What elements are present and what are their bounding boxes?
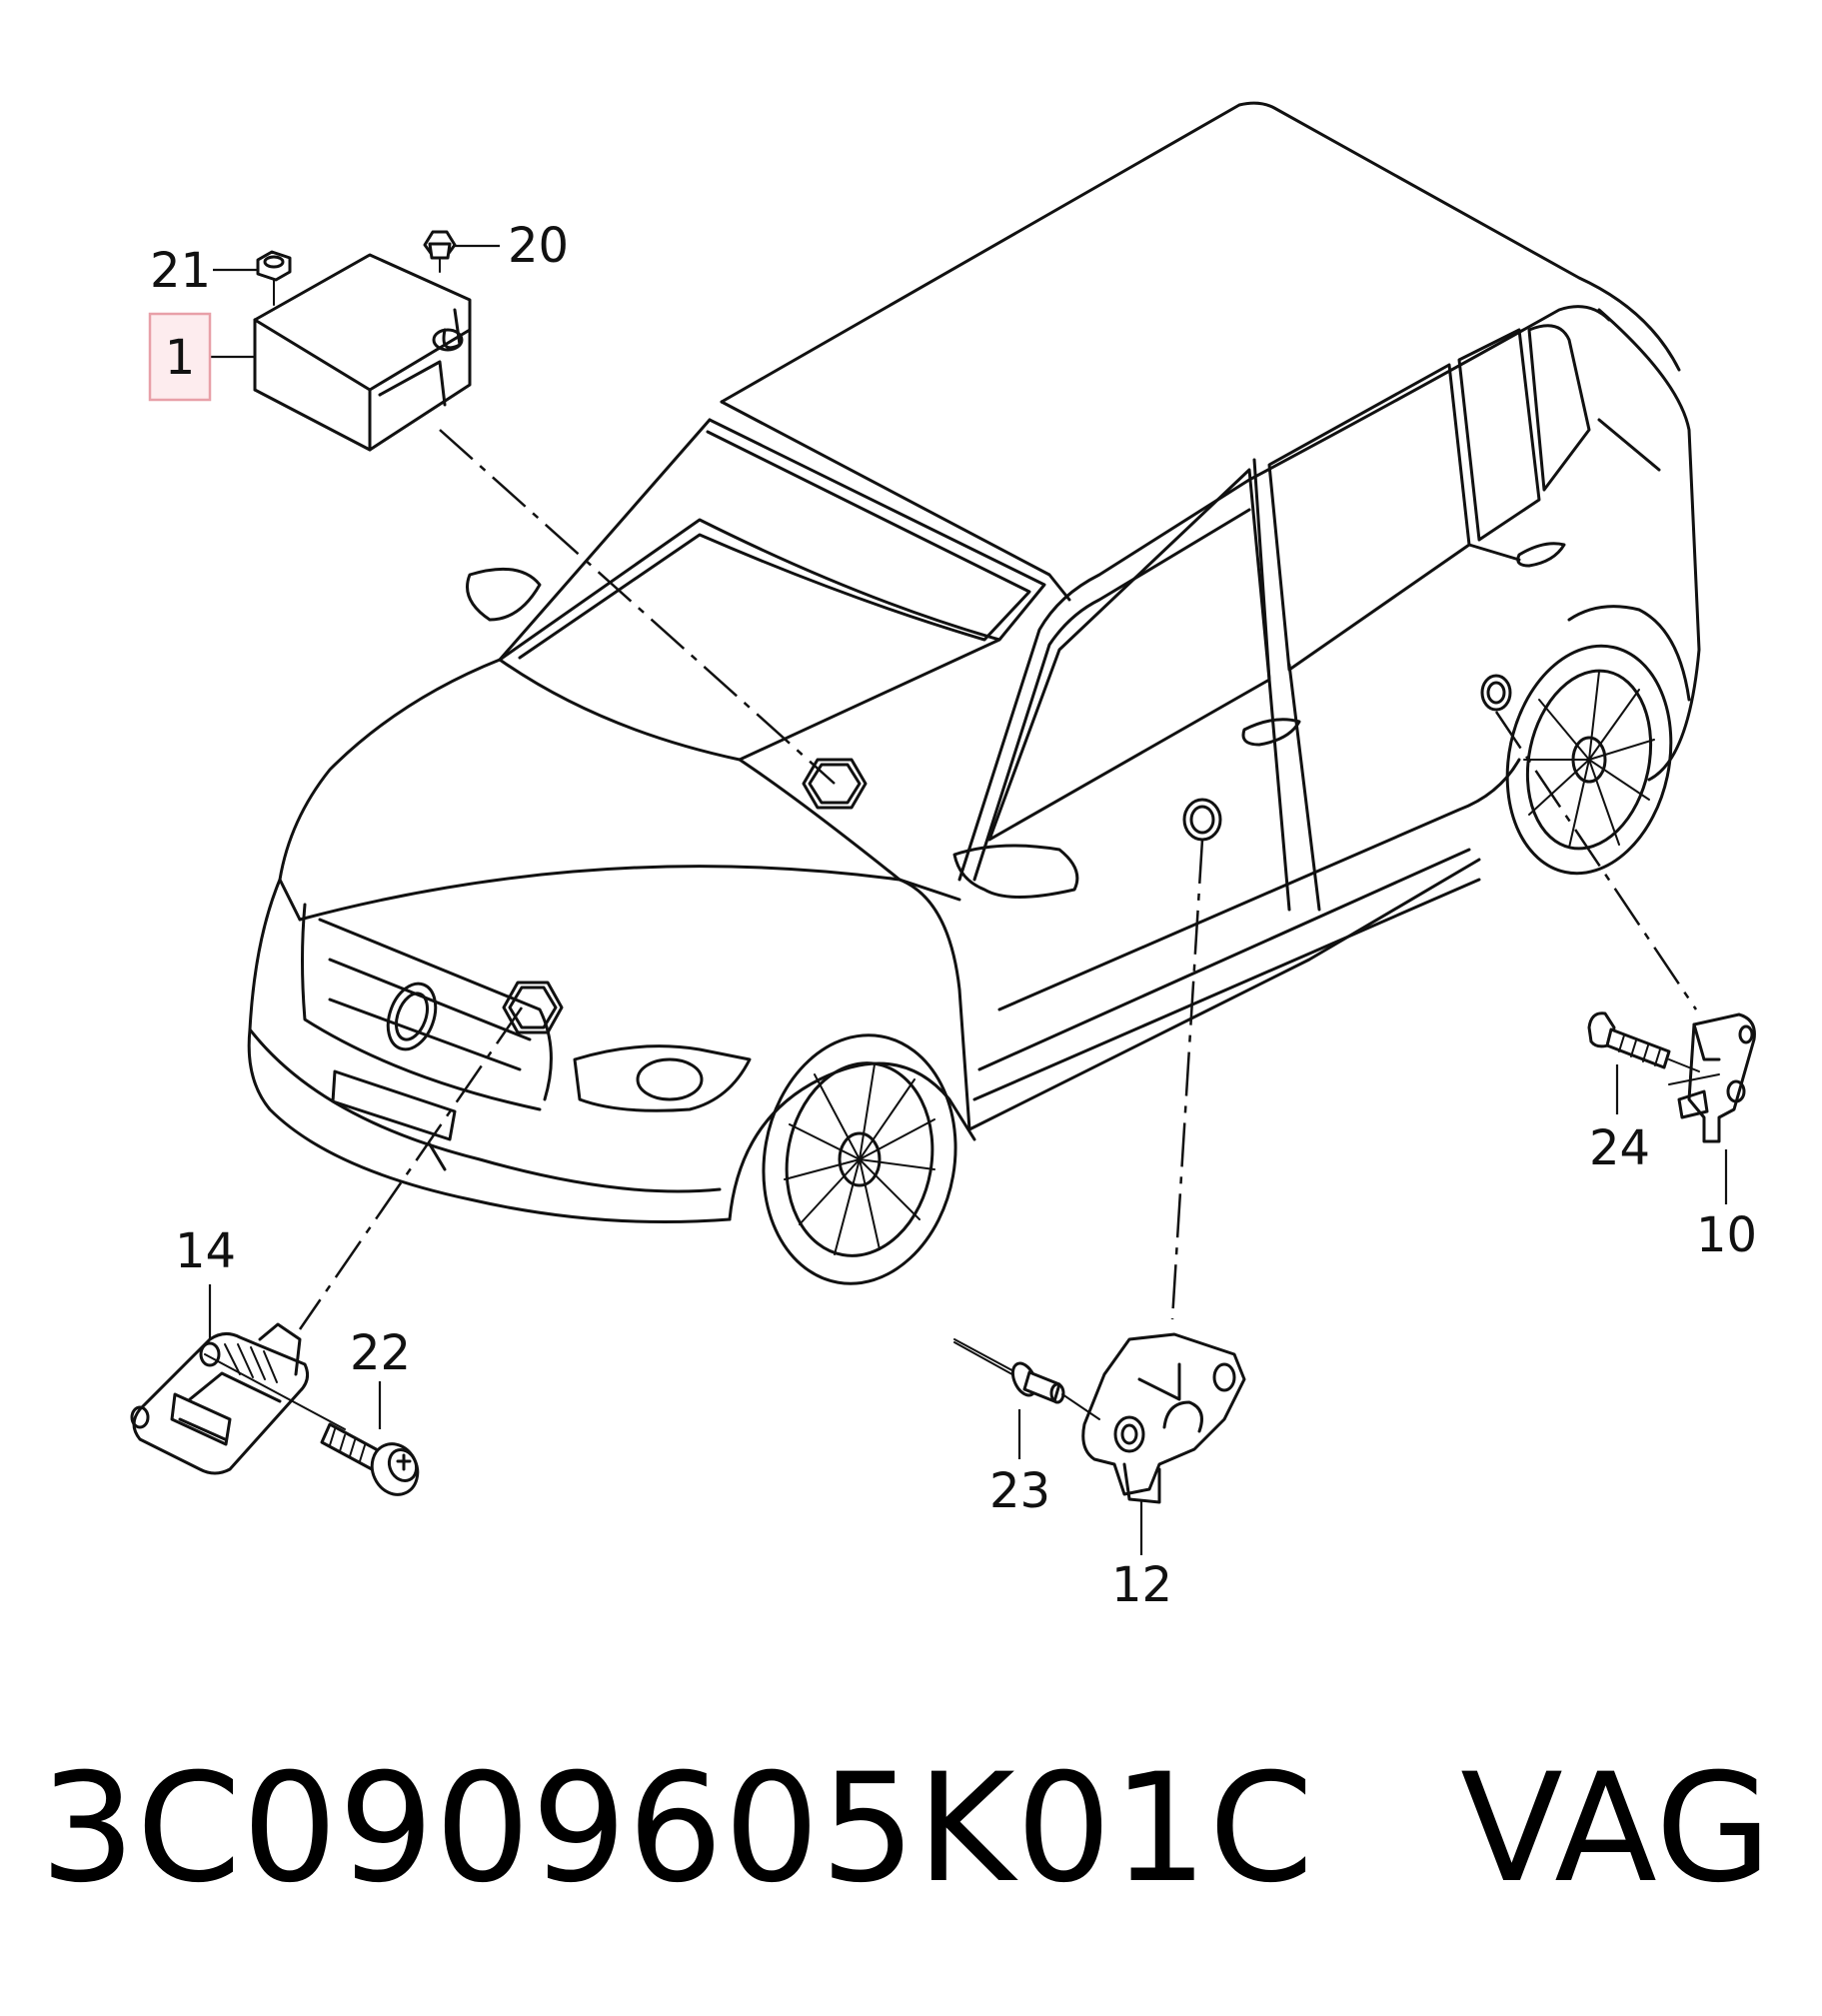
brand-name: VAG (1460, 1742, 1773, 1916)
side-sensor-part-12 (1081, 1332, 1246, 1504)
callout-1-highlight (148, 312, 212, 402)
callout-12: 12 (1111, 1557, 1172, 1613)
bolt-part-24 (1587, 1011, 1700, 1072)
callout-23: 23 (989, 1463, 1050, 1519)
callout-1: 1 (165, 330, 196, 386)
front-sensor-part (130, 1322, 346, 1475)
rear-sensor-part-10 (1668, 1012, 1756, 1143)
callout-14: 14 (175, 1223, 236, 1279)
car-illustration (247, 101, 1701, 1285)
control-unit-part (253, 253, 472, 452)
callout-24: 24 (1589, 1120, 1650, 1176)
rivet-part-23 (953, 1338, 1100, 1420)
mount-point-center (802, 758, 868, 810)
mount-point-front (502, 981, 564, 1034)
callout-20: 20 (508, 218, 569, 274)
callout-21: 21 (150, 243, 211, 299)
part-number: 3C0909605K01C (40, 1742, 1315, 1916)
nut-part (256, 250, 292, 306)
screw-part-22 (320, 1422, 420, 1496)
part-number-caption: 3C0909605K01C VAG (40, 1754, 1772, 1904)
callout-labels: 1 21 20 14 22 23 12 24 10 (150, 218, 1757, 1613)
callout-10: 10 (1696, 1207, 1757, 1263)
bolt-part (423, 230, 457, 273)
assembly-leaders (298, 429, 1698, 1330)
callout-22: 22 (350, 1325, 411, 1381)
callout-leaders (200, 244, 1728, 1555)
